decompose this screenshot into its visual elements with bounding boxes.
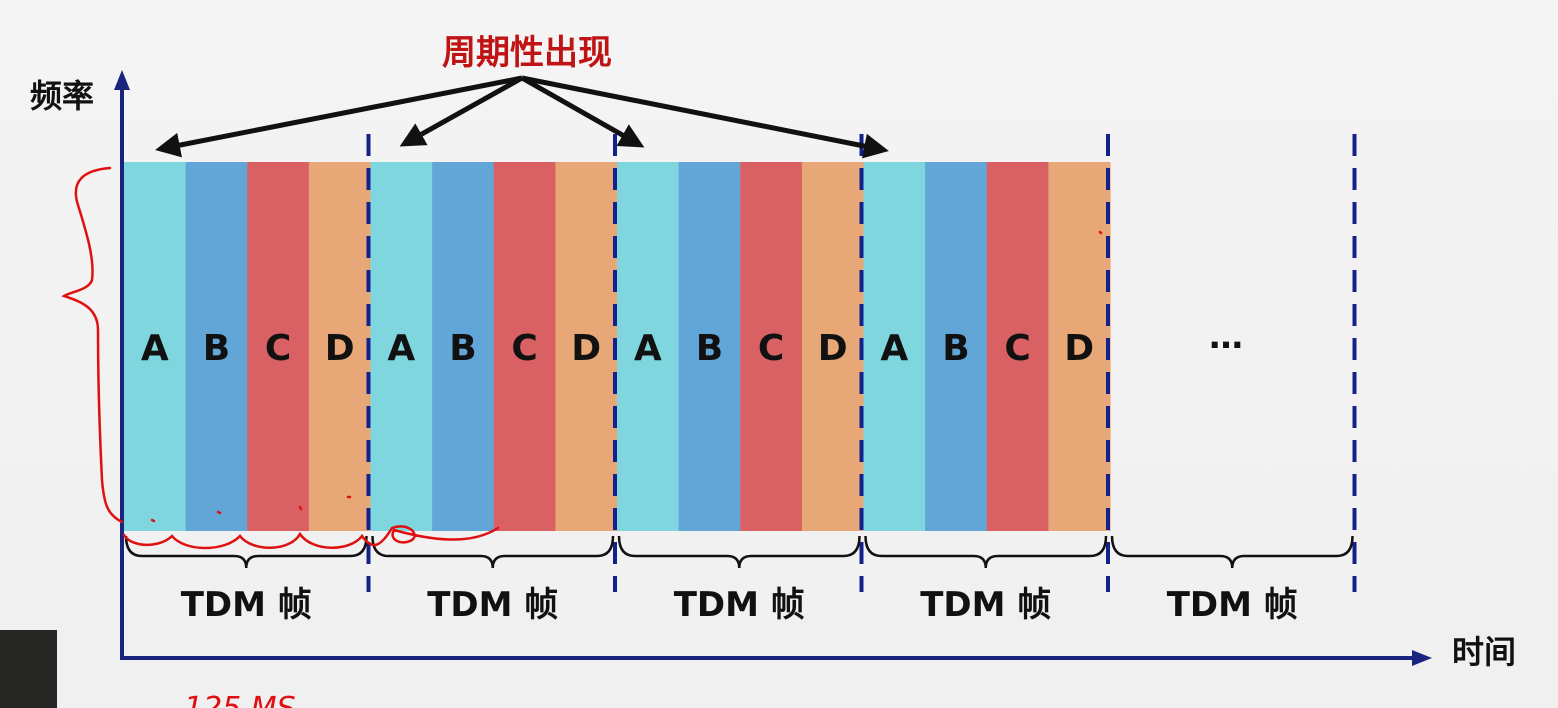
slot-a-frame-1	[124, 162, 187, 531]
slot-label-d: D	[325, 328, 355, 369]
arrow-frame-4	[521, 75, 889, 159]
frame-label-5: TDM 帧	[1167, 585, 1298, 625]
dark-corner-block	[0, 630, 57, 708]
ellipsis-text: …	[1209, 317, 1243, 357]
slot-label-a: A	[634, 328, 662, 369]
periodic-arrows	[155, 75, 889, 159]
arrow-frame-1	[155, 75, 523, 158]
slot-label-b: B	[203, 328, 230, 369]
slot-label-d: D	[571, 328, 601, 369]
frame-label-4: TDM 帧	[920, 585, 1051, 625]
slot-c-frame-4	[986, 162, 1049, 531]
frame-dividers	[366, 134, 1357, 592]
slot-label-b: B	[449, 328, 476, 369]
handwritten-annotations	[61, 166, 1103, 550]
x-axis-arrowhead	[1412, 650, 1432, 666]
diagram-title: 周期性出现	[442, 33, 612, 73]
slot-label-c: C	[511, 328, 537, 369]
x-axis-label: 时间	[1452, 633, 1516, 671]
slot-c-frame-3	[740, 162, 803, 531]
slot-b-frame-3	[678, 162, 741, 531]
slot-a-frame-3	[617, 162, 680, 531]
slot-b-frame-2	[432, 162, 495, 531]
frame-label-1: TDM 帧	[181, 585, 312, 625]
slot-label-a: A	[387, 328, 415, 369]
slot-c-frame-2	[493, 162, 556, 531]
slot-d-frame-2	[555, 162, 618, 531]
frame-brace-3	[617, 535, 861, 569]
frame-brace-4	[864, 535, 1108, 569]
slot-b-frame-4	[925, 162, 988, 531]
frame-braces	[124, 535, 1354, 569]
handwritten-loops	[122, 525, 500, 550]
slot-a-frame-4	[863, 162, 926, 531]
slot-b-frame-1	[185, 162, 248, 531]
slot-d-frame-1	[308, 162, 372, 531]
slot-label-b: B	[942, 328, 969, 369]
slot-c-frame-1	[247, 162, 310, 531]
arrow-frame-2	[399, 75, 524, 147]
frame-brace-2	[371, 535, 615, 569]
slot-label-c: C	[758, 328, 784, 369]
slot-a-frame-2	[370, 162, 433, 531]
handwritten-dashes	[150, 230, 1103, 523]
handwritten-brace	[61, 166, 124, 524]
slot-label-d: D	[1064, 328, 1094, 369]
frame-label-3: TDM 帧	[674, 585, 805, 625]
slot-label-d: D	[818, 328, 848, 369]
handwritten-note: 125 MS	[184, 691, 296, 708]
y-axis-arrowhead	[114, 70, 130, 90]
slot-d-frame-4	[1048, 162, 1111, 531]
slot-label-c: C	[265, 328, 291, 369]
slot-d-frame-3	[801, 162, 865, 531]
frame-brace-1	[124, 535, 368, 569]
arrow-frame-3	[520, 75, 645, 148]
slot-label-c: C	[1004, 328, 1030, 369]
frame-brace-5	[1110, 535, 1354, 569]
slot-label-a: A	[141, 328, 169, 369]
frame-labels: TDM 帧 TDM 帧 TDM 帧 TDM 帧 TDM 帧	[181, 585, 1298, 625]
slot-label-a: A	[880, 328, 908, 369]
y-axis-label: 频率	[30, 77, 94, 115]
slot-label-b: B	[696, 328, 723, 369]
frame-label-2: TDM 帧	[427, 585, 558, 625]
